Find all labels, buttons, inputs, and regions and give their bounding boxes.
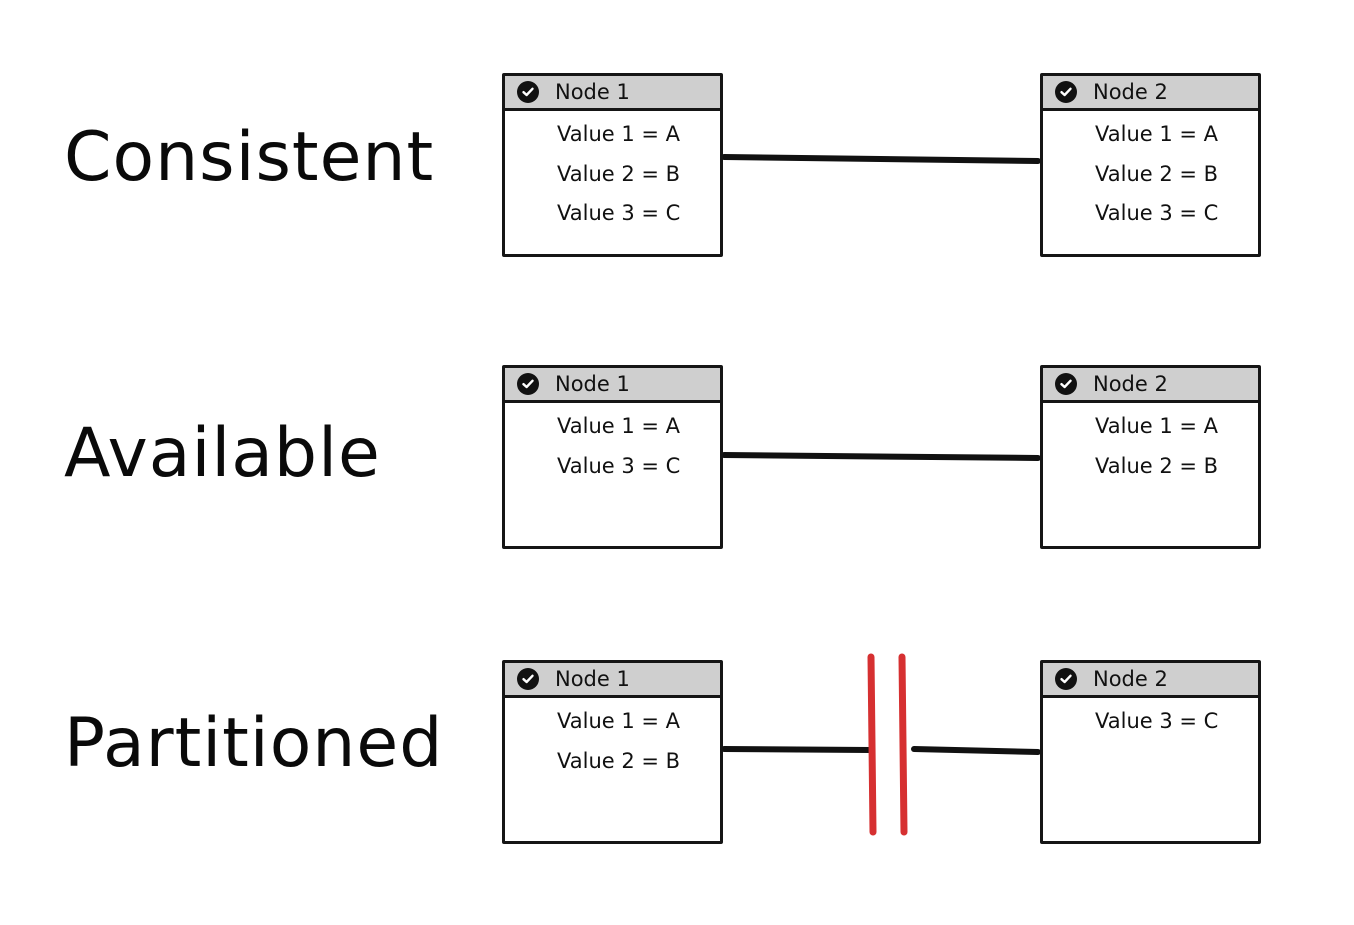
node-header: Node 1	[505, 368, 720, 403]
node-box: Node 2 Value 3 = C	[1040, 660, 1261, 844]
partition-bar-right	[898, 653, 908, 836]
node-box: Node 1 Value 1 = A Value 2 = B Value 3 =…	[502, 73, 723, 257]
node-header: Node 1	[505, 663, 720, 698]
row-label-consistent: Consistent	[64, 118, 435, 197]
node-value: Value 1 = A	[557, 709, 681, 733]
link-partitioned-right	[911, 746, 1041, 755]
node-box: Node 2 Value 1 = A Value 2 = B Value 3 =…	[1040, 73, 1261, 257]
row-label-partitioned: Partitioned	[64, 704, 444, 783]
node-box: Node 1 Value 1 = A Value 3 = C	[502, 365, 723, 549]
node-value: Value 1 = A	[1095, 122, 1219, 146]
node-value: Value 3 = C	[1095, 709, 1219, 733]
check-circle-icon	[517, 81, 539, 103]
node-header: Node 2	[1043, 663, 1258, 698]
node-box: Node 1 Value 1 = A Value 2 = B	[502, 660, 723, 844]
node-value: Value 1 = A	[557, 122, 681, 146]
link-available	[721, 452, 1041, 461]
node-box: Node 2 Value 1 = A Value 2 = B	[1040, 365, 1261, 549]
node-value: Value 2 = B	[557, 748, 681, 773]
check-circle-icon	[1055, 668, 1077, 690]
node-title: Node 1	[555, 80, 630, 104]
node-title: Node 2	[1093, 80, 1168, 104]
node-value: Value 2 = B	[557, 161, 681, 186]
node-title: Node 2	[1093, 372, 1168, 396]
row-label-available: Available	[64, 414, 381, 493]
node-header: Node 1	[505, 76, 720, 111]
node-header: Node 2	[1043, 76, 1258, 111]
node-value: Value 1 = A	[1095, 414, 1219, 438]
node-title: Node 1	[555, 667, 630, 691]
check-circle-icon	[1055, 373, 1077, 395]
check-circle-icon	[517, 668, 539, 690]
link-consistent	[721, 154, 1041, 164]
node-title: Node 1	[555, 372, 630, 396]
node-value: Value 3 = C	[557, 201, 681, 225]
node-title: Node 2	[1093, 667, 1168, 691]
node-header: Node 2	[1043, 368, 1258, 403]
partition-bar-left	[867, 653, 877, 836]
check-circle-icon	[517, 373, 539, 395]
node-value: Value 3 = C	[1095, 201, 1219, 225]
node-value: Value 3 = C	[557, 453, 681, 478]
check-circle-icon	[1055, 81, 1077, 103]
node-value: Value 2 = B	[1095, 161, 1219, 186]
node-value: Value 2 = B	[1095, 453, 1219, 478]
link-partitioned-left	[721, 746, 873, 753]
node-value: Value 1 = A	[557, 414, 681, 438]
